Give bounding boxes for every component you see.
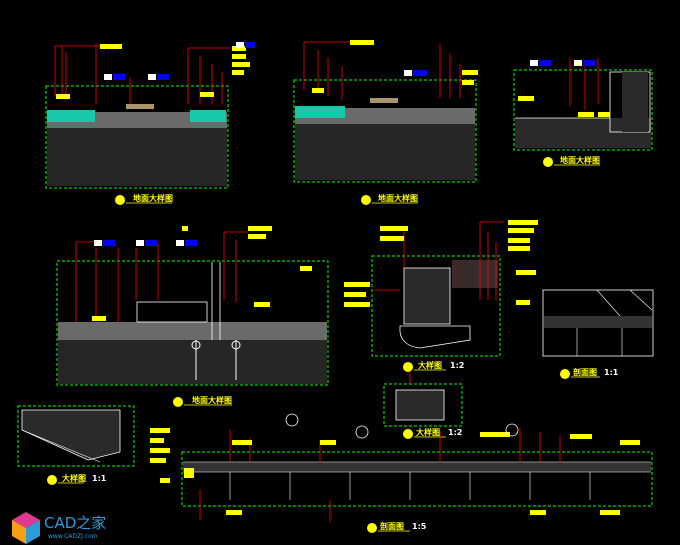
leaders <box>569 58 599 110</box>
frame <box>513 69 653 151</box>
cube-logo <box>12 512 40 544</box>
detail-title: 地面大样图 <box>192 395 232 405</box>
frame <box>45 85 229 189</box>
detail-scale: 1:5 <box>412 522 427 531</box>
detail-scale: 1:2 <box>448 428 462 437</box>
stone-step <box>136 301 208 323</box>
section-b: 剖面图 1:5 <box>160 413 653 533</box>
wood-strip <box>126 104 154 109</box>
floor-detail-2: 地面大样图 <box>293 40 478 205</box>
section-a: 大样图 1:1 <box>17 405 170 485</box>
watermark-site: www.CADZJ.com <box>48 533 98 540</box>
grid-bubbles <box>285 413 519 439</box>
tags <box>104 42 255 80</box>
detail-title: 剖面图 <box>380 521 404 531</box>
beam-hatch <box>403 267 451 325</box>
detail-title: 地面大样图 <box>560 155 600 165</box>
callout-bubble <box>115 195 125 205</box>
tile-right <box>190 110 226 122</box>
label-blocks <box>150 428 170 463</box>
tile-left <box>295 106 345 118</box>
diag-1 <box>596 289 621 317</box>
callout-bubble <box>361 195 371 205</box>
leaders <box>303 41 461 100</box>
floor-detail-4: 地面大样图 <box>56 226 329 407</box>
callout-bubble <box>403 362 413 372</box>
watermark-brand: CAD之家 <box>44 514 106 532</box>
floor-detail-1: 地面大样图 <box>45 42 255 205</box>
label-blocks <box>160 432 640 515</box>
label-blocks <box>92 226 312 321</box>
anchor-bolts <box>191 340 241 380</box>
frame <box>17 405 135 467</box>
frame <box>56 260 329 386</box>
concrete-hatch <box>295 124 475 180</box>
top-hatch <box>183 462 651 472</box>
detail-title: 剖面图 <box>573 367 597 377</box>
ceiling-profile <box>399 325 471 349</box>
label-blocks <box>344 220 538 307</box>
frame <box>371 255 501 357</box>
callout-bubble <box>560 369 570 379</box>
outline <box>542 289 654 357</box>
section-d: 大样图 1:2 <box>383 372 463 439</box>
callout-bubble <box>173 397 183 407</box>
detail-title: 大样图 <box>418 360 442 370</box>
section-e: 剖面图 1:1 <box>542 289 654 379</box>
callout-bubble <box>403 429 413 439</box>
tags <box>94 240 197 246</box>
block-hatch <box>395 389 445 421</box>
profile <box>21 409 121 461</box>
detail-title: 地面大样图 <box>378 193 418 203</box>
leaders <box>54 44 230 104</box>
detail-title: 大样图 <box>416 427 440 437</box>
callout-bubble <box>543 157 553 167</box>
section-c: 大样图 1:2 <box>344 220 538 372</box>
layer-hatch <box>544 316 652 328</box>
detail-scale: 1:2 <box>450 361 464 370</box>
detail-scale: 1:1 <box>604 368 619 377</box>
wood-strip <box>370 98 398 103</box>
concrete-hatch <box>47 128 227 186</box>
label-blocks <box>56 44 250 99</box>
frame <box>181 451 653 507</box>
screed-layer <box>58 322 327 340</box>
slope-line <box>21 429 101 463</box>
label-blocks <box>312 40 478 93</box>
detail-title: 地面大样图 <box>133 193 173 203</box>
detail-scale: 1:1 <box>92 474 107 483</box>
detail-title: 大样图 <box>62 473 86 483</box>
label-blocks <box>518 96 610 117</box>
tags <box>530 60 595 66</box>
frame <box>293 79 477 183</box>
leaders <box>75 231 248 322</box>
leaders <box>374 221 504 300</box>
floor-detail-3: 地面大样图 <box>513 58 653 167</box>
watermark: CAD之家 www.CADZJ.com <box>12 512 106 544</box>
wall-hatch <box>452 260 498 288</box>
wall-hatch <box>622 72 648 132</box>
tags <box>404 70 427 76</box>
callout-bubble <box>47 475 57 485</box>
callout-bubble <box>367 523 377 533</box>
tile-left <box>47 110 95 122</box>
diag-2 <box>629 289 653 311</box>
joists <box>229 472 591 500</box>
